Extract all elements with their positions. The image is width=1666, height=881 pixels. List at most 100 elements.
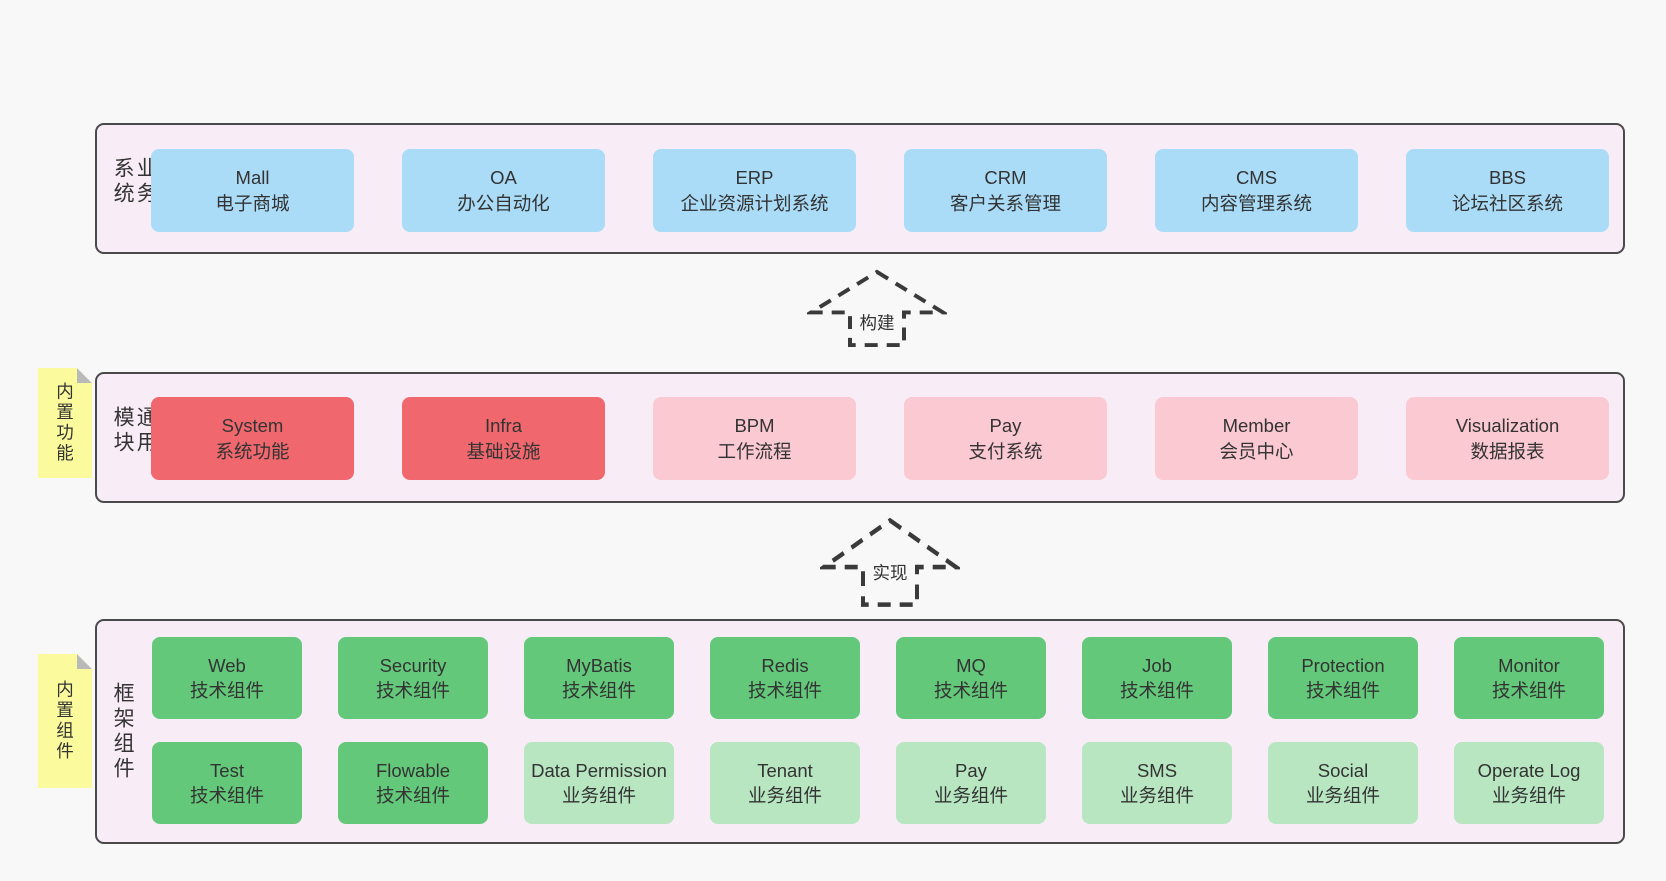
box-subtitle: 客户关系管理 [949, 192, 1061, 214]
box-title: Data Permission [531, 759, 667, 781]
box-social: Social 业务组件 [1268, 742, 1418, 824]
box-title: Security [379, 654, 447, 676]
box-title: CRM [984, 167, 1027, 189]
box-title: System [221, 415, 284, 437]
box-subtitle: 技术组件 [1305, 680, 1380, 701]
box-title: Infra [484, 415, 523, 437]
box-title: Mall [235, 167, 270, 189]
box-crm: CRM 客户关系管理 [904, 149, 1107, 232]
box-redis: Redis 技术组件 [710, 637, 860, 719]
box-title: Member [1222, 415, 1291, 437]
box-subtitle: 技术组件 [375, 680, 450, 701]
box-subtitle: 内容管理系统 [1200, 192, 1312, 214]
box-title: Pay [989, 415, 1022, 437]
framework-components-row-1: Web 技术组件 Security 技术组件 MyBatis 技术组件 Redi… [152, 637, 1604, 719]
business-systems-row: Mall 电子商城 OA 办公自动化 ERP 企业资源计划系统 CRM 客户关系… [151, 149, 1609, 232]
box-subtitle: 企业资源计划系统 [680, 192, 829, 214]
dashed-up-arrow-icon [820, 517, 960, 607]
box-operate-log: Operate Log 业务组件 [1454, 742, 1604, 824]
box-subtitle: 业务组件 [1119, 785, 1194, 806]
box-subtitle: 业务组件 [933, 785, 1008, 806]
box-subtitle: 电子商城 [215, 192, 290, 214]
box-title: Tenant [757, 759, 813, 781]
box-subtitle: 技术组件 [189, 680, 264, 701]
business-systems-section: 业务系统 Mall 电子商城 OA 办公自动化 ERP 企业资源计划系统 CRM… [95, 123, 1625, 254]
box-monitor: Monitor 技术组件 [1454, 637, 1604, 719]
box-title: SMS [1136, 759, 1178, 781]
built-in-components-note-text: 内置组件 [54, 680, 75, 762]
box-subtitle: 业务组件 [1491, 785, 1566, 806]
box-title: MyBatis [566, 654, 632, 676]
box-web: Web 技术组件 [152, 637, 302, 719]
dashed-up-arrow-icon [807, 269, 947, 348]
box-title: OA [490, 167, 517, 189]
box-oa: OA 办公自动化 [402, 149, 605, 232]
box-security: Security 技术组件 [338, 637, 488, 719]
box-test: Test 技术组件 [152, 742, 302, 824]
framework-components-row-2: Test 技术组件 Flowable 技术组件 Data Permission … [152, 742, 1604, 824]
implement-arrow-icon: 实现 [820, 517, 960, 608]
box-title: Protection [1301, 654, 1385, 676]
built-in-features-note: 内置功能 [38, 368, 92, 478]
box-subtitle: 技术组件 [1491, 680, 1566, 701]
box-title: Social [1317, 759, 1369, 781]
box-job: Job 技术组件 [1082, 637, 1232, 719]
box-title: Test [210, 759, 244, 781]
box-subtitle: 技术组件 [1119, 680, 1194, 701]
build-arrow-label: 构建 [856, 310, 898, 335]
box-title: BBS [1488, 167, 1527, 189]
box-title: Flowable [375, 759, 451, 781]
box-subtitle: 技术组件 [747, 680, 822, 701]
box-visualization: Visualization 数据报表 [1406, 397, 1609, 480]
box-title: Pay [955, 759, 987, 781]
box-title: Monitor [1498, 654, 1560, 676]
box-mybatis: MyBatis 技术组件 [524, 637, 674, 719]
box-title: BPM [734, 415, 775, 437]
box-subtitle: 论坛社区系统 [1451, 192, 1563, 214]
box-title: Job [1142, 654, 1172, 676]
box-mall: Mall 电子商城 [151, 149, 354, 232]
framework-components-section: 框架组件 Web 技术组件 Security 技术组件 MyBatis 技术组件… [95, 619, 1625, 844]
box-subtitle: 基础设施 [466, 440, 541, 462]
box-system: System 系统功能 [151, 397, 354, 480]
box-subtitle: 业务组件 [747, 785, 822, 806]
framework-components-label: 框架组件 [111, 681, 135, 782]
box-subtitle: 业务组件 [1305, 785, 1380, 806]
box-subtitle: 支付系统 [968, 440, 1043, 462]
built-in-components-note: 内置组件 [38, 654, 92, 788]
box-bbs: BBS 论坛社区系统 [1406, 149, 1609, 232]
build-arrow-icon: 构建 [807, 269, 947, 348]
box-subtitle: 数据报表 [1470, 440, 1545, 462]
box-bpm: BPM 工作流程 [653, 397, 856, 480]
box-subtitle: 技术组件 [933, 680, 1008, 701]
box-mq: MQ 技术组件 [896, 637, 1046, 719]
box-pay-module: Pay 支付系统 [904, 397, 1107, 480]
box-subtitle: 技术组件 [375, 785, 450, 806]
box-subtitle: 技术组件 [189, 785, 264, 806]
box-subtitle: 系统功能 [215, 440, 290, 462]
box-member: Member 会员中心 [1155, 397, 1358, 480]
box-erp: ERP 企业资源计划系统 [653, 149, 856, 232]
common-modules-row: System 系统功能 Infra 基础设施 BPM 工作流程 Pay 支付系统… [151, 397, 1609, 480]
box-title: Visualization [1455, 415, 1560, 437]
box-sms: SMS 业务组件 [1082, 742, 1232, 824]
box-infra: Infra 基础设施 [402, 397, 605, 480]
box-cms: CMS 内容管理系统 [1155, 149, 1358, 232]
box-subtitle: 工作流程 [717, 440, 792, 462]
box-subtitle: 技术组件 [561, 680, 636, 701]
box-title: Operate Log [1477, 759, 1581, 781]
box-data-permission: Data Permission 业务组件 [524, 742, 674, 824]
box-title: Redis [761, 654, 809, 676]
box-protection: Protection 技术组件 [1268, 637, 1418, 719]
common-modules-section: 通用模块 System 系统功能 Infra 基础设施 BPM 工作流程 Pay… [95, 372, 1625, 503]
box-title: CMS [1235, 167, 1278, 189]
box-subtitle: 业务组件 [561, 785, 636, 806]
box-title: Web [208, 654, 246, 676]
box-subtitle: 会员中心 [1219, 440, 1294, 462]
box-title: MQ [956, 654, 986, 676]
box-subtitle: 办公自动化 [457, 192, 550, 214]
box-pay-component: Pay 业务组件 [896, 742, 1046, 824]
box-flowable: Flowable 技术组件 [338, 742, 488, 824]
built-in-features-note-text: 内置功能 [54, 382, 75, 464]
box-tenant: Tenant 业务组件 [710, 742, 860, 824]
